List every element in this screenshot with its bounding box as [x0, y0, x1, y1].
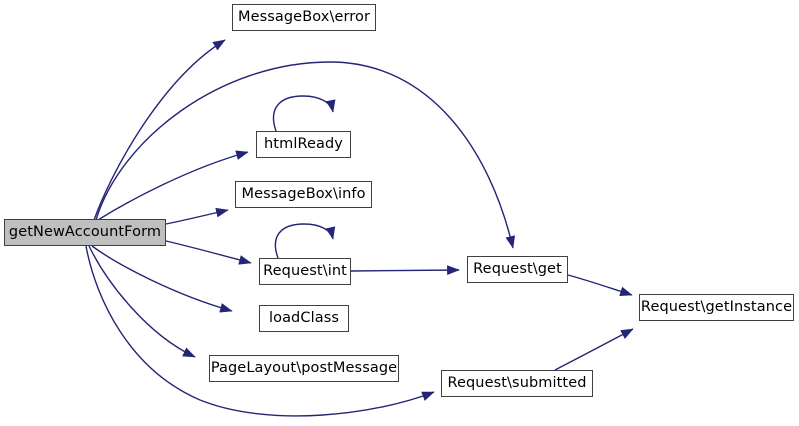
graph-edge	[350, 265, 460, 276]
graph-node-request-int[interactable]: Request\int	[259, 258, 351, 285]
graph-node-request-submitted[interactable]: Request\submitted	[441, 370, 593, 397]
graph-node-label: PageLayout\postMessage	[210, 360, 398, 377]
graph-node-label: MessageBox\info	[241, 186, 366, 203]
graph-edge	[95, 61, 516, 249]
graph-edge	[165, 240, 252, 265]
graph-node-request-getinstance[interactable]: Request\getInstance	[639, 294, 794, 321]
graph-node-htmlready[interactable]: htmlReady	[256, 131, 351, 158]
graph-edge	[85, 245, 435, 417]
graph-edge	[165, 207, 229, 225]
graph-node-loadclass[interactable]: loadClass	[259, 305, 349, 332]
graph-node-messagebox-error[interactable]: MessageBox\error	[232, 4, 376, 31]
graph-edge	[554, 328, 634, 371]
graph-edge	[567, 274, 633, 297]
graph-node-label: Request\int	[263, 263, 347, 280]
graph-node-label: loadClass	[268, 310, 340, 327]
graph-edge	[93, 39, 226, 221]
graph-edge	[272, 95, 336, 132]
graph-edge	[97, 150, 249, 221]
graph-edge	[91, 245, 233, 313]
graph-node-label: Request\get	[473, 261, 562, 278]
graph-node-label: getNewAccountForm	[8, 224, 162, 241]
graph-node-label: htmlReady	[264, 136, 343, 153]
graph-node-label: Request\submitted	[447, 375, 587, 392]
graph-node-label: Request\getInstance	[640, 299, 793, 316]
graph-edge	[274, 223, 336, 259]
graph-node-pagelayout-postmessage[interactable]: PageLayout\postMessage	[209, 355, 399, 382]
graph-node-messagebox-info[interactable]: MessageBox\info	[235, 181, 372, 208]
graph-node-label: MessageBox\error	[237, 9, 371, 26]
graph-node-request-get[interactable]: Request\get	[467, 256, 568, 283]
graph-edges	[85, 39, 634, 417]
graph-node-getnewaccountform[interactable]: getNewAccountForm	[4, 219, 166, 246]
graph-edge	[88, 245, 196, 358]
